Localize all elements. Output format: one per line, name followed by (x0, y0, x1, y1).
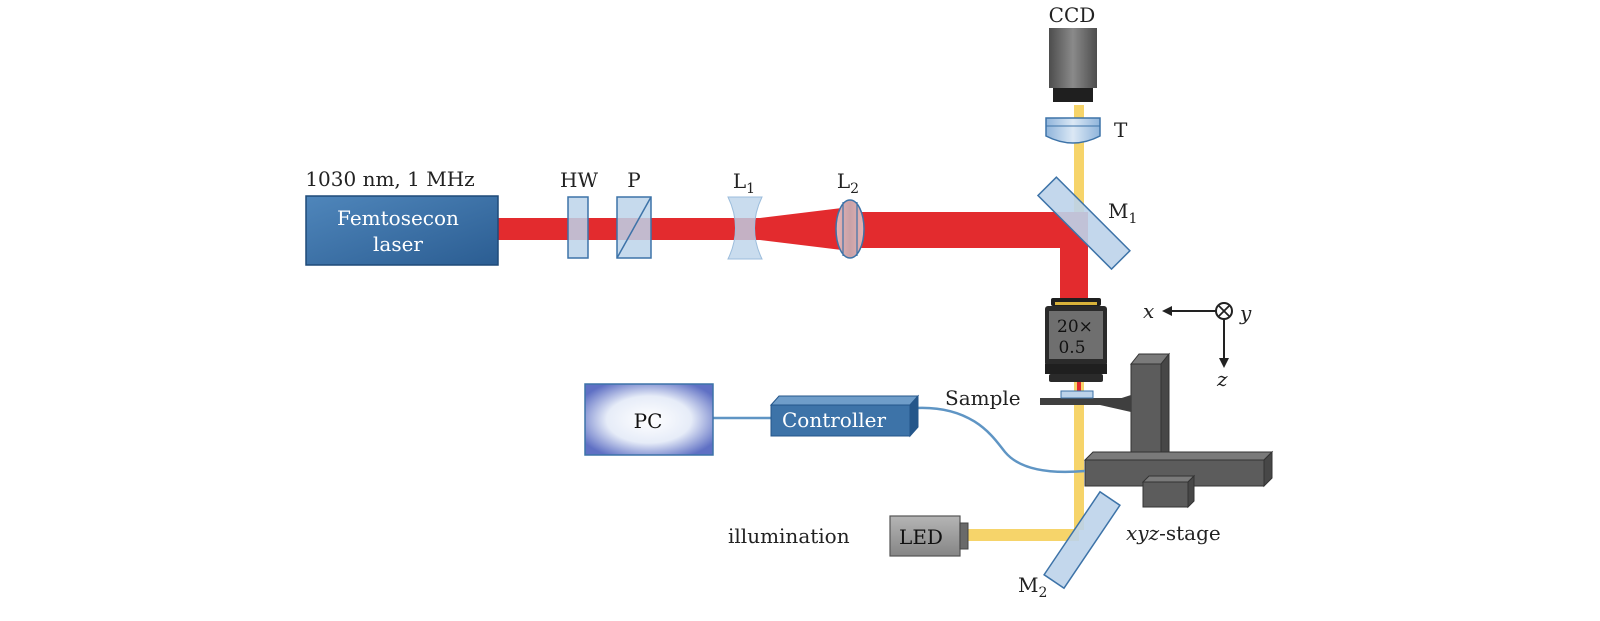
ccd-camera (1049, 28, 1097, 102)
led-label: LED (899, 525, 943, 549)
lens-l2-label: L2 (837, 169, 859, 197)
y-axis-label: y (1239, 301, 1252, 325)
laser-focus (1077, 382, 1081, 394)
objective-magnification: 20× (1057, 317, 1093, 337)
polarizer-label: P (627, 168, 640, 192)
tube-lens (1045, 117, 1101, 144)
controller-label: Controller (782, 408, 886, 432)
lens-l1 (727, 196, 763, 260)
laser-label-line1: Femtosecon (337, 206, 459, 230)
x-axis-label: x (1143, 299, 1154, 323)
mirror-m1 (1036, 176, 1131, 271)
xyz-stage-label: xyz-stage (1126, 521, 1221, 545)
led-source: LED (889, 515, 969, 557)
lens-l1-label: L1 (733, 169, 755, 197)
ccd-label: CCD (1049, 3, 1096, 27)
illumination-beam-horizontal (962, 529, 1079, 541)
pc-label: PC (634, 409, 663, 433)
illumination-label: illumination (728, 524, 850, 548)
mirror-m2 (1043, 490, 1121, 590)
controller: Controller (769, 394, 920, 438)
laser-label-line2: laser (373, 232, 423, 256)
lens-l2 (835, 199, 865, 259)
z-axis-label: z (1216, 367, 1228, 391)
mirror-m1-label: M1 (1108, 199, 1137, 227)
pc: PC (584, 383, 714, 456)
coordinate-axes: x y z (1143, 299, 1252, 391)
sample (1060, 390, 1094, 399)
half-wave-plate (567, 196, 589, 259)
mirror-m2-label: M2 (1018, 573, 1047, 601)
xyz-stage (1040, 352, 1274, 509)
controller-stage-cable (914, 406, 1086, 474)
tube-lens-label: T (1114, 118, 1128, 142)
laser-beam-expanding (760, 207, 850, 251)
half-wave-plate-label: HW (560, 168, 598, 192)
laser-beam-wide (850, 212, 1086, 248)
objective-lens: 20× 0.5 (1045, 298, 1107, 382)
sample-label: Sample (945, 386, 1021, 410)
objective-na: 0.5 (1058, 338, 1085, 358)
femtosecond-laser: Femtosecon laser (305, 195, 499, 266)
laser-spec-label: 1030 nm, 1 MHz (305, 167, 474, 191)
polarizer (616, 196, 652, 259)
